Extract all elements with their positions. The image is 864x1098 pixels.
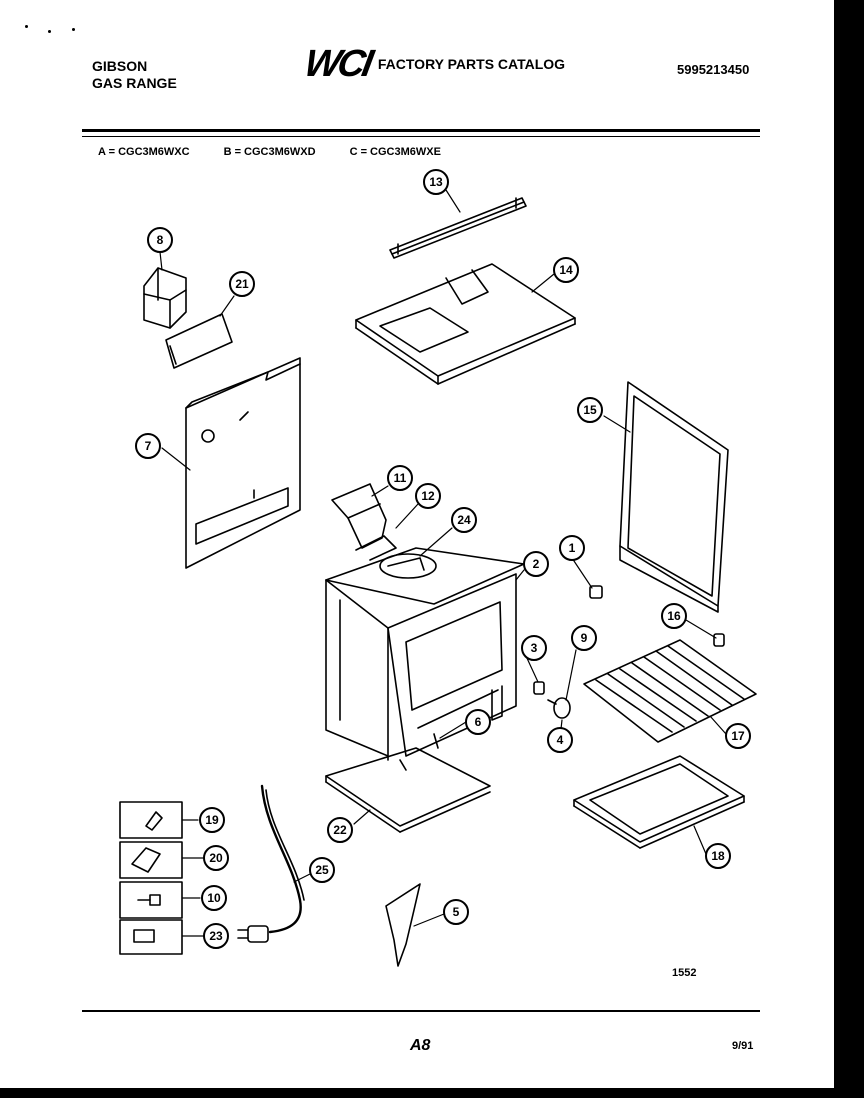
callout-1: 1 [559, 535, 585, 561]
callout-2: 2 [523, 551, 549, 577]
scan-border-right [834, 0, 864, 1098]
part-22-oven-bottom [325, 747, 491, 833]
svg-text:7: 7 [145, 439, 152, 453]
svg-text:4: 4 [557, 733, 564, 747]
hardware-box-19 [119, 801, 183, 839]
callout-18: 18 [705, 843, 731, 869]
svg-text:3: 3 [531, 641, 538, 655]
part-6-pin [433, 733, 439, 749]
svg-text:5: 5 [453, 905, 460, 919]
callout-22: 22 [327, 817, 353, 843]
scan-border-bottom [0, 1088, 864, 1098]
part-24-oven-burner [379, 553, 437, 579]
callout-5: 5 [443, 899, 469, 925]
svg-text:21: 21 [235, 277, 249, 291]
part-12-clip [355, 535, 397, 561]
part-1-clip [589, 585, 603, 599]
svg-text:25: 25 [315, 863, 329, 877]
callout-17: 17 [725, 723, 751, 749]
callout-25: 25 [309, 857, 335, 883]
part-15-door-frame [619, 381, 729, 613]
model-b: B = CGC3M6WXD [223, 146, 316, 158]
callout-16: 16 [661, 603, 687, 629]
svg-text:9: 9 [581, 631, 588, 645]
model-c: C = CGC3M6WXE [349, 146, 441, 158]
scan-speck [72, 28, 75, 31]
model-a: A = CGC3M6WXC [98, 146, 190, 158]
scan-speck [48, 30, 51, 33]
svg-text:11: 11 [394, 471, 407, 485]
part-16-hinge [713, 633, 725, 647]
svg-text:17: 17 [731, 729, 745, 743]
footer-rule [82, 1010, 760, 1012]
catalog-heading: WCI FACTORY PARTS CATALOG [301, 43, 566, 85]
callout-10: 10 [201, 885, 227, 911]
callout-20: 20 [203, 845, 229, 871]
callout-3: 3 [521, 635, 547, 661]
part-5-broiler-handle [385, 883, 421, 967]
svg-text:19: 19 [205, 813, 219, 827]
part-3-nut [533, 681, 545, 695]
svg-text:18: 18 [711, 849, 725, 863]
header-rule-thick [82, 129, 760, 132]
catalog-number: 5995213450 [677, 62, 750, 77]
callout-8: 8 [147, 227, 173, 253]
hardware-box-20 [119, 841, 183, 879]
svg-text:23: 23 [209, 929, 223, 943]
callout-12: 12 [415, 483, 441, 509]
callout-15: 15 [577, 397, 603, 423]
callout-14: 14 [553, 257, 579, 283]
part-18-broiler-pan [573, 755, 745, 849]
callout-13: 13 [423, 169, 449, 195]
scan-speck [25, 25, 28, 28]
part-7-back-panel [185, 357, 301, 569]
svg-text:14: 14 [559, 263, 573, 277]
product-name: GAS RANGE [92, 75, 177, 91]
hardware-box-10 [119, 881, 183, 919]
model-list: A = CGC3M6WXC B = CGC3M6WXD C = CGC3M6WX… [98, 146, 441, 158]
svg-text:22: 22 [333, 823, 347, 837]
svg-text:15: 15 [583, 403, 597, 417]
callout-24: 24 [451, 507, 477, 533]
brand-name: GIBSON [92, 58, 148, 74]
part-25-power-cord [237, 784, 305, 943]
callout-4: 4 [547, 727, 573, 753]
callout-9: 9 [571, 625, 597, 651]
header-brand-block: GIBSON GAS RANGE [92, 58, 177, 92]
callout-6: 6 [465, 709, 491, 735]
svg-text:1: 1 [569, 541, 576, 555]
part-21-panel [165, 313, 233, 369]
svg-text:24: 24 [457, 513, 471, 527]
leader-lines [159, 189, 727, 937]
callout-21: 21 [229, 271, 255, 297]
figure-number: 1552 [672, 967, 697, 979]
callout-23: 23 [203, 923, 229, 949]
header-rule-thin [82, 136, 760, 137]
callout-19: 19 [199, 807, 225, 833]
part-14-top-panel [355, 263, 576, 385]
part-17-oven-rack [583, 639, 757, 743]
catalog-title: FACTORY PARTS CATALOG [377, 56, 566, 72]
svg-text:10: 10 [207, 891, 221, 905]
svg-text:2: 2 [533, 557, 540, 571]
svg-text:20: 20 [209, 851, 223, 865]
part-13-trim-bar [389, 197, 527, 259]
part-2-oven-body [325, 547, 525, 771]
callout-11: 11 [387, 465, 413, 491]
svg-text:6: 6 [475, 715, 482, 729]
callout-7: 7 [135, 433, 161, 459]
hardware-box-23 [119, 919, 183, 955]
page-number: A8 [410, 1037, 431, 1054]
svg-text:16: 16 [667, 609, 681, 623]
svg-text:8: 8 [157, 233, 164, 247]
svg-text:12: 12 [421, 489, 435, 503]
part-8-bracket [143, 267, 187, 329]
part-11-bracket [331, 483, 387, 549]
revision-date: 9/91 [732, 1040, 754, 1052]
part-9-4-knob [547, 697, 571, 719]
svg-text:13: 13 [429, 175, 443, 189]
